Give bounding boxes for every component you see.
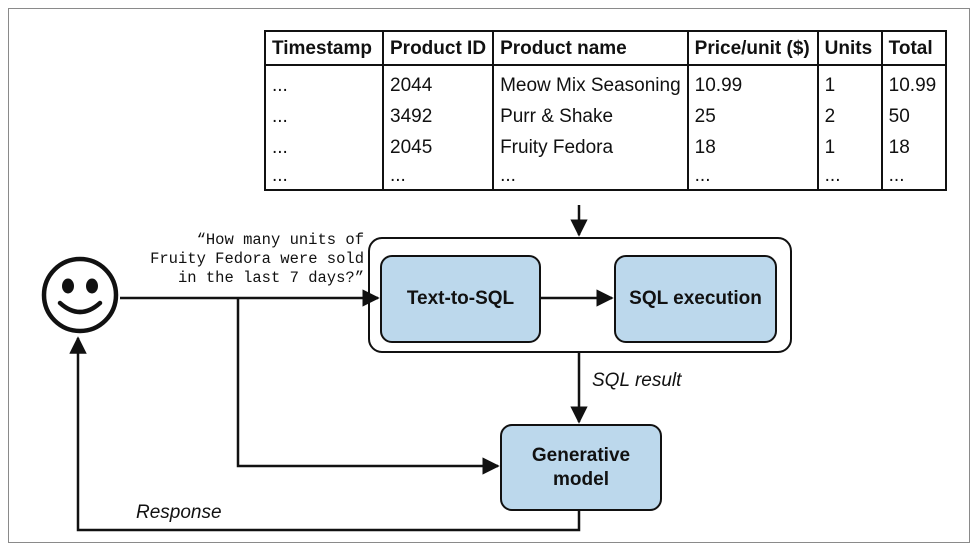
smiley-face-icon [41,256,119,334]
table-cell: 18 [686,132,819,163]
table-cell: 3492 [381,101,495,132]
table-cell: ... [686,163,819,191]
table-cell: ... [264,101,384,132]
user-question-line: Fruity Fedora were sold [150,250,364,268]
header-product-id: Product ID [381,30,495,66]
table-cell: ... [492,163,689,191]
table-cell: ... [880,163,947,191]
response-label: Response [136,502,222,523]
header-total: Total [880,30,947,66]
table-cell: 1 [816,65,883,101]
text-to-sql-box: Text-to-SQL [380,255,541,343]
table-cell: 2044 [381,65,495,101]
table-cell: Purr & Shake [492,101,689,132]
table-cell: 10.99 [880,65,947,101]
user-question-line: in the last 7 days?” [177,269,364,287]
table-header-row: Timestamp Product ID Product name Price/… [264,30,947,66]
table-row: ... ... ... ... ... ... [264,163,947,191]
header-product-name: Product name [492,30,689,66]
table-cell: Meow Mix Seasoning [492,65,689,101]
table-cell: 50 [880,101,947,132]
table-cell: ... [816,163,883,191]
sql-result-label: SQL result [592,370,682,391]
table-cell: 2 [816,101,883,132]
table-cell: ... [264,65,384,101]
header-units: Units [816,30,883,66]
sql-execution-box: SQL execution [614,255,777,343]
table-cell: 1 [816,132,883,163]
arrow-query-to-model [236,298,500,475]
figure-frame [8,8,970,543]
table-cell: ... [264,163,384,191]
arrow-response-to-user [69,336,581,532]
table-cell: 10.99 [686,65,819,101]
table-cell: ... [264,132,384,163]
table-row: ... 3492 Purr & Shake 25 2 50 [264,101,947,132]
table-cell: 2045 [381,132,495,163]
table-cell: 25 [686,101,819,132]
table-row: ... 2045 Fruity Fedora 18 1 18 [264,132,947,163]
text-to-sql-pipeline-container [368,237,792,353]
header-timestamp: Timestamp [264,30,384,66]
table-cell: 18 [880,132,947,163]
table-row: ... 2044 Meow Mix Seasoning 10.99 1 10.9… [264,65,947,101]
sales-table: Timestamp Product ID Product name Price/… [264,30,947,191]
table-cell: ... [381,163,495,191]
user-question: “How many units of Fruity Fedora were so… [112,231,364,288]
table-cell: Fruity Fedora [492,132,689,163]
user-question-line: “How many units of [196,231,364,249]
generative-model-box: Generative model [500,424,662,511]
header-price-unit: Price/unit ($) [686,30,819,66]
